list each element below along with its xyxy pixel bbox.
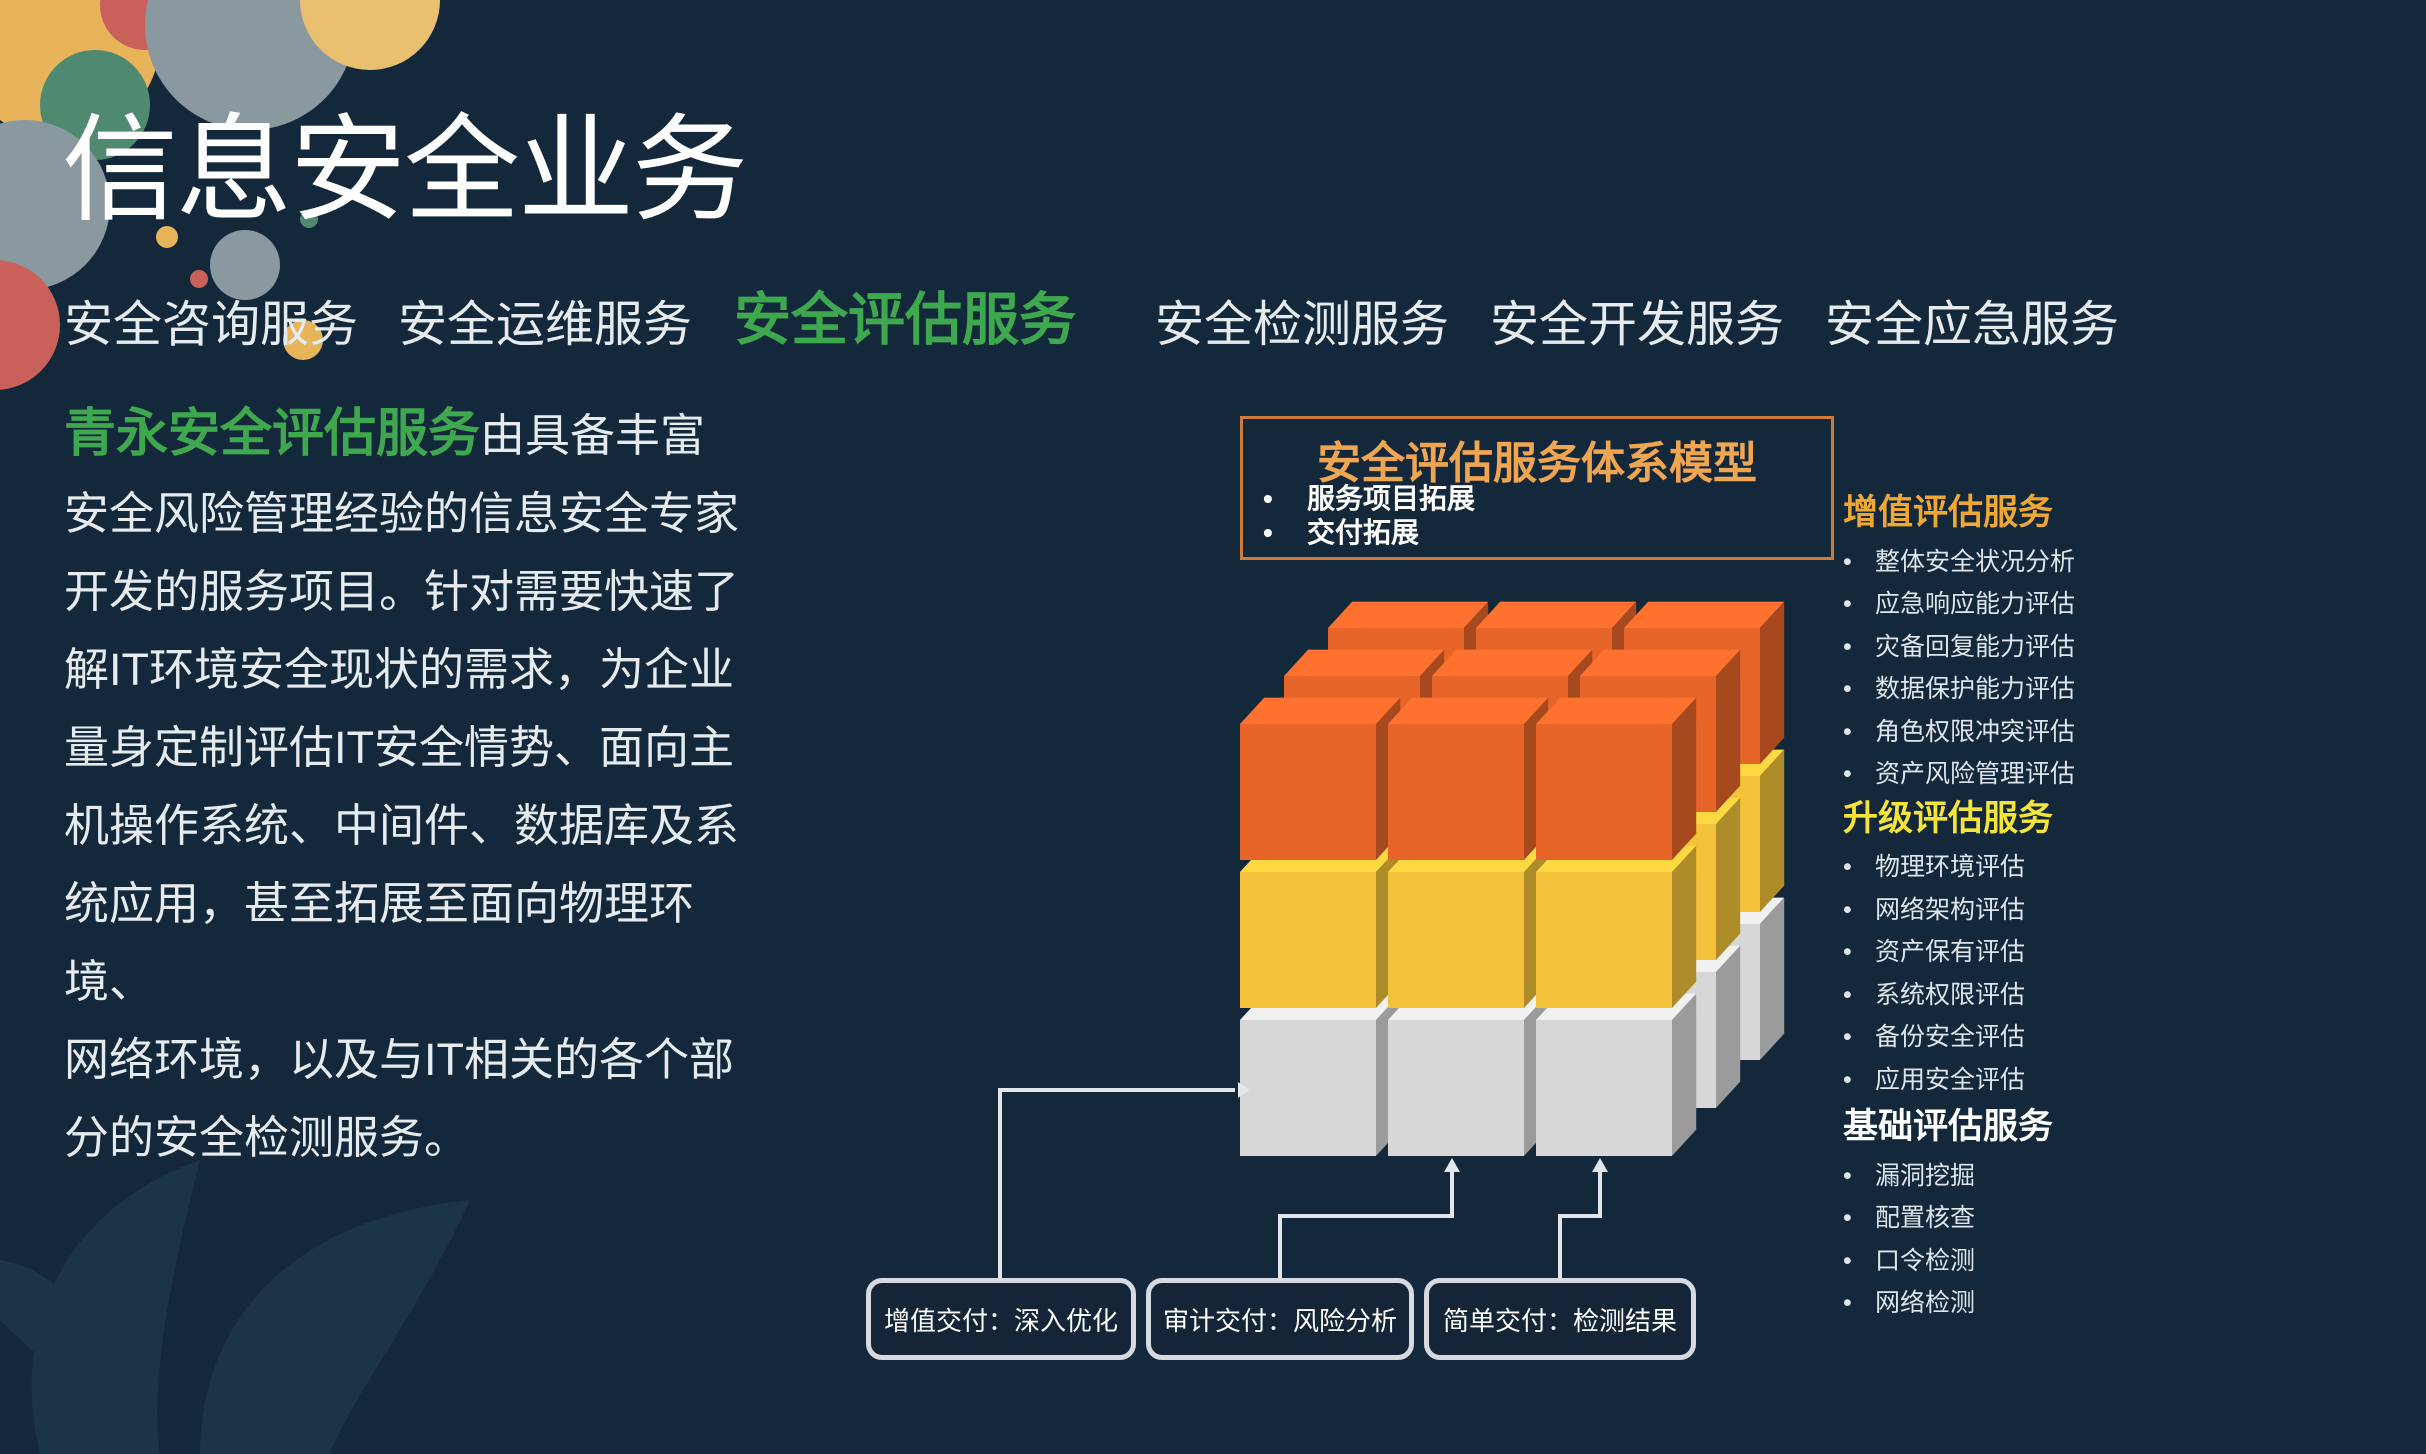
cube-top-face — [1388, 697, 1549, 724]
leaf-watermark — [0, 1160, 470, 1454]
cube-front-face — [1240, 724, 1376, 860]
tab-security-testing[interactable]: 安全检测服务 — [1155, 298, 1450, 352]
cube-front-face — [1240, 1020, 1376, 1156]
cube-side-face — [1672, 993, 1697, 1156]
cube-front-face — [1388, 872, 1524, 1008]
group-title-value-added: 增值评估服务 — [1843, 493, 2054, 532]
intro-line: 量身定制评估IT安全情势、面向主 — [64, 722, 734, 773]
intro-line: 分的安全检测服务。 — [64, 1112, 470, 1163]
intro-line: 由具备丰富 — [480, 410, 706, 461]
cube-side-face — [1760, 897, 1785, 1060]
group-item: •资产风险管理评估 — [1843, 760, 2076, 788]
group-item: •漏洞挖掘 — [1843, 1162, 1976, 1190]
cube-top-face — [1284, 649, 1445, 676]
intro-line: 网络环境，以及与IT相关的各个部 — [64, 1034, 734, 1085]
flow-connectors — [998, 1082, 1608, 1280]
audit-delivery-button[interactable]: 审计交付：风险分析 — [1146, 1278, 1414, 1360]
cube-side-face — [1672, 845, 1697, 1008]
cube-model-graphic — [1240, 601, 1785, 1156]
intro-line: 解IT环境安全现状的需求，为企业 — [64, 644, 734, 695]
group-item: •系统权限评估 — [1843, 981, 2026, 1009]
group-item: •网络架构评估 — [1843, 896, 2026, 924]
group-title-upgrade: 升级评估服务 — [1843, 799, 2054, 838]
tab-security-development[interactable]: 安全开发服务 — [1490, 298, 1785, 352]
cube-front-face — [1388, 1020, 1524, 1156]
cube-top-face — [1624, 601, 1785, 628]
cube-front-face — [1240, 872, 1376, 1008]
group-item: •网络检测 — [1843, 1289, 1976, 1317]
cube-side-face — [1672, 697, 1697, 860]
cube-side-face — [1760, 601, 1785, 764]
group-item: •应用安全评估 — [1843, 1066, 2026, 1094]
tab-security-emergency[interactable]: 安全应急服务 — [1825, 298, 2120, 352]
intro-paragraph: 青永安全评估服务由具备丰富 安全风险管理经验的信息安全专家 开发的服务项目。针对… — [64, 395, 744, 1177]
cube-top-face — [1432, 649, 1593, 676]
cube-front-face — [1536, 1020, 1672, 1156]
simple-delivery-button[interactable]: 简单交付：检测结果 — [1424, 1278, 1696, 1360]
group-item: •整体安全状况分析 — [1843, 548, 2076, 576]
group-title-basic: 基础评估服务 — [1843, 1107, 2054, 1146]
group-item: •物理环境评估 — [1843, 853, 2026, 881]
intro-line-1: 青永安全评估服务由具备丰富 — [64, 395, 744, 475]
intro-line: 开发的服务项目。针对需要快速了 — [64, 566, 740, 617]
group-item: •配置核查 — [1843, 1204, 1976, 1232]
model-title: 安全评估服务体系模型 — [1317, 439, 1757, 488]
cube-side-face — [1716, 649, 1741, 812]
group-item: •口令检测 — [1843, 1247, 1976, 1275]
value-delivery-button[interactable]: 增值交付：深入优化 — [866, 1278, 1136, 1360]
cube-side-face — [1716, 945, 1741, 1108]
cube-side-face — [1716, 797, 1741, 960]
page-title: 信息安全业务 — [62, 105, 748, 235]
cube-top-face — [1240, 697, 1401, 724]
intro-line: 统应用，甚至拓展至面向物理环境、 — [64, 878, 695, 1007]
cube-top-face — [1536, 697, 1697, 724]
model-title-box: 安全评估服务体系模型 •服务项目拓展 •交付拓展 — [1240, 416, 1834, 560]
cube-top-face — [1580, 649, 1741, 676]
group-item: •资产保有评估 — [1843, 938, 2026, 966]
model-bullet: •交付拓展 — [1263, 517, 1420, 548]
model-bullet: •服务项目拓展 — [1263, 483, 1476, 514]
tab-security-consulting[interactable]: 安全咨询服务 — [64, 298, 359, 352]
cube-side-face — [1760, 749, 1785, 912]
group-item: •应急响应能力评估 — [1843, 590, 2076, 618]
cube-front-face — [1388, 724, 1524, 860]
tab-security-operations[interactable]: 安全运维服务 — [398, 298, 693, 352]
tab-security-assessment[interactable]: 安全评估服务 — [734, 288, 1076, 352]
intro-line: 安全风险管理经验的信息安全专家 — [64, 488, 740, 539]
group-item: •角色权限冲突评估 — [1843, 718, 2076, 746]
intro-line: 机操作系统、中间件、数据库及系 — [64, 800, 740, 851]
group-item: •灾备回复能力评估 — [1843, 633, 2076, 661]
cube-top-face — [1328, 601, 1489, 628]
group-item: •备份安全评估 — [1843, 1023, 2026, 1051]
intro-highlight: 青永安全评估服务 — [64, 405, 481, 463]
group-item: •数据保护能力评估 — [1843, 675, 2076, 703]
cube-front-face — [1536, 872, 1672, 1008]
cube-front-face — [1536, 724, 1672, 860]
cube-top-face — [1476, 601, 1637, 628]
